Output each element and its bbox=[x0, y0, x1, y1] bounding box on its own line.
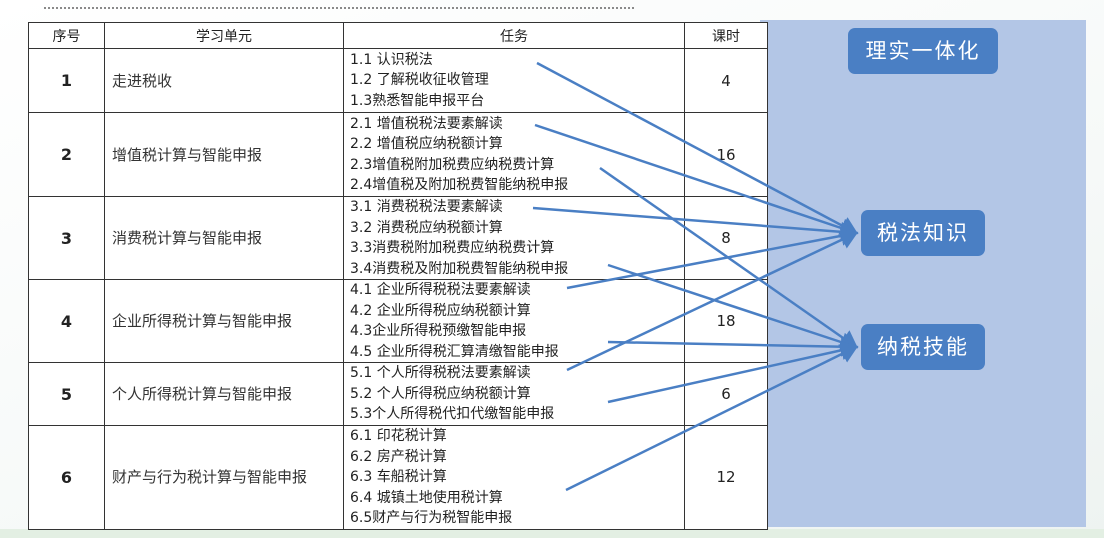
task-item: 6.2 房产税计算 bbox=[350, 448, 447, 465]
task-item: 1.3熟悉智能申报平台 bbox=[350, 92, 485, 109]
tax-skills-tag: 纳税技能 bbox=[861, 324, 985, 370]
task-item: 5.2 个人所得税应纳税额计算 bbox=[350, 385, 531, 402]
row-no: 6 bbox=[28, 425, 105, 530]
table-row: 6 财产与行为税计算与智能申报 6.1 印花税计算 6.2 房产税计算 6.3 … bbox=[28, 425, 768, 530]
header-unit: 学习单元 bbox=[104, 22, 344, 49]
integration-tag: 理实一体化 bbox=[848, 28, 998, 74]
row-hours: 6 bbox=[684, 362, 768, 426]
table-row: 4 企业所得税计算与智能申报 4.1 企业所得税税法要素解读 4.2 企业所得税… bbox=[28, 279, 768, 363]
row-tasks: 4.1 企业所得税税法要素解读 4.2 企业所得税应纳税额计算 4.3企业所得税… bbox=[343, 279, 685, 363]
decorative-dotted-line bbox=[44, 7, 634, 9]
table-header-row: 序号 学习单元 任务 课时 bbox=[28, 22, 768, 49]
task-item: 4.2 企业所得税应纳税额计算 bbox=[350, 302, 531, 319]
header-task: 任务 bbox=[343, 22, 685, 49]
row-no: 4 bbox=[28, 279, 105, 363]
table-row: 1 走进税收 1.1 认识税法 1.2 了解税收征收管理 1.3熟悉智能申报平台… bbox=[28, 48, 768, 113]
row-hours: 4 bbox=[684, 48, 768, 113]
row-unit: 走进税收 bbox=[104, 48, 344, 113]
row-no: 5 bbox=[28, 362, 105, 426]
task-item: 6.3 车船税计算 bbox=[350, 469, 447, 485]
task-item: 2.3增值税附加税费应纳税费计算 bbox=[350, 156, 555, 173]
task-item: 2.4增值税及附加税费智能纳税申报 bbox=[350, 177, 569, 193]
task-item: 3.2 消费税应纳税额计算 bbox=[350, 219, 503, 236]
task-item: 6.4 城镇土地使用税计算 bbox=[350, 489, 503, 506]
row-tasks: 3.1 消费税税法要素解读 3.2 消费税应纳税额计算 3.3消费税附加税费应纳… bbox=[343, 196, 685, 280]
task-item: 3.4消费税及附加税费智能纳税申报 bbox=[350, 260, 569, 277]
task-item: 2.1 增值税税法要素解读 bbox=[350, 115, 503, 132]
row-tasks: 5.1 个人所得税税法要素解读 5.2 个人所得税应纳税额计算 5.3个人所得税… bbox=[343, 362, 685, 426]
task-item: 3.3消费税附加税费应纳税费计算 bbox=[350, 240, 555, 256]
task-item: 4.1 企业所得税税法要素解读 bbox=[350, 282, 531, 298]
row-no: 2 bbox=[28, 112, 105, 197]
task-item: 2.2 增值税应纳税额计算 bbox=[350, 136, 503, 152]
row-unit: 个人所得税计算与智能申报 bbox=[104, 362, 344, 426]
row-hours: 8 bbox=[684, 196, 768, 280]
table-row: 3 消费税计算与智能申报 3.1 消费税税法要素解读 3.2 消费税应纳税额计算… bbox=[28, 196, 768, 280]
row-hours: 16 bbox=[684, 112, 768, 197]
row-unit: 财产与行为税计算与智能申报 bbox=[104, 425, 344, 530]
row-tasks: 2.1 增值税税法要素解读 2.2 增值税应纳税额计算 2.3增值税附加税费应纳… bbox=[343, 112, 685, 197]
row-unit: 企业所得税计算与智能申报 bbox=[104, 279, 344, 363]
course-table: 序号 学习单元 任务 课时 1 走进税收 1.1 认识税法 1.2 了解税收征收… bbox=[28, 22, 768, 530]
row-hours: 12 bbox=[684, 425, 768, 530]
tax-knowledge-tag: 税法知识 bbox=[861, 210, 985, 256]
row-tasks: 6.1 印花税计算 6.2 房产税计算 6.3 车船税计算 6.4 城镇土地使用… bbox=[343, 425, 685, 530]
row-unit: 消费税计算与智能申报 bbox=[104, 196, 344, 280]
task-item: 6.5财产与行为税智能申报 bbox=[350, 510, 513, 526]
row-no: 1 bbox=[28, 48, 105, 113]
row-unit: 增值税计算与智能申报 bbox=[104, 112, 344, 197]
row-hours: 18 bbox=[684, 279, 768, 363]
task-item: 1.2 了解税收征收管理 bbox=[350, 72, 489, 89]
header-no: 序号 bbox=[28, 22, 105, 49]
task-item: 5.1 个人所得税税法要素解读 bbox=[350, 365, 531, 382]
bottom-strip bbox=[0, 529, 1104, 538]
header-hours: 课时 bbox=[684, 22, 768, 49]
task-item: 3.1 消费税税法要素解读 bbox=[350, 199, 503, 215]
task-item: 4.3企业所得税预缴智能申报 bbox=[350, 323, 527, 339]
task-item: 6.1 印花税计算 bbox=[350, 428, 447, 444]
task-item: 1.1 认识税法 bbox=[350, 51, 433, 68]
row-no: 3 bbox=[28, 196, 105, 280]
task-item: 5.3个人所得税代扣代缴智能申报 bbox=[350, 406, 555, 423]
row-tasks: 1.1 认识税法 1.2 了解税收征收管理 1.3熟悉智能申报平台 bbox=[343, 48, 685, 113]
table-row: 5 个人所得税计算与智能申报 5.1 个人所得税税法要素解读 5.2 个人所得税… bbox=[28, 362, 768, 426]
table-row: 2 增值税计算与智能申报 2.1 增值税税法要素解读 2.2 增值税应纳税额计算… bbox=[28, 112, 768, 197]
task-item: 4.5 企业所得税汇算清缴智能申报 bbox=[350, 343, 559, 360]
outcome-panel bbox=[760, 20, 1086, 527]
